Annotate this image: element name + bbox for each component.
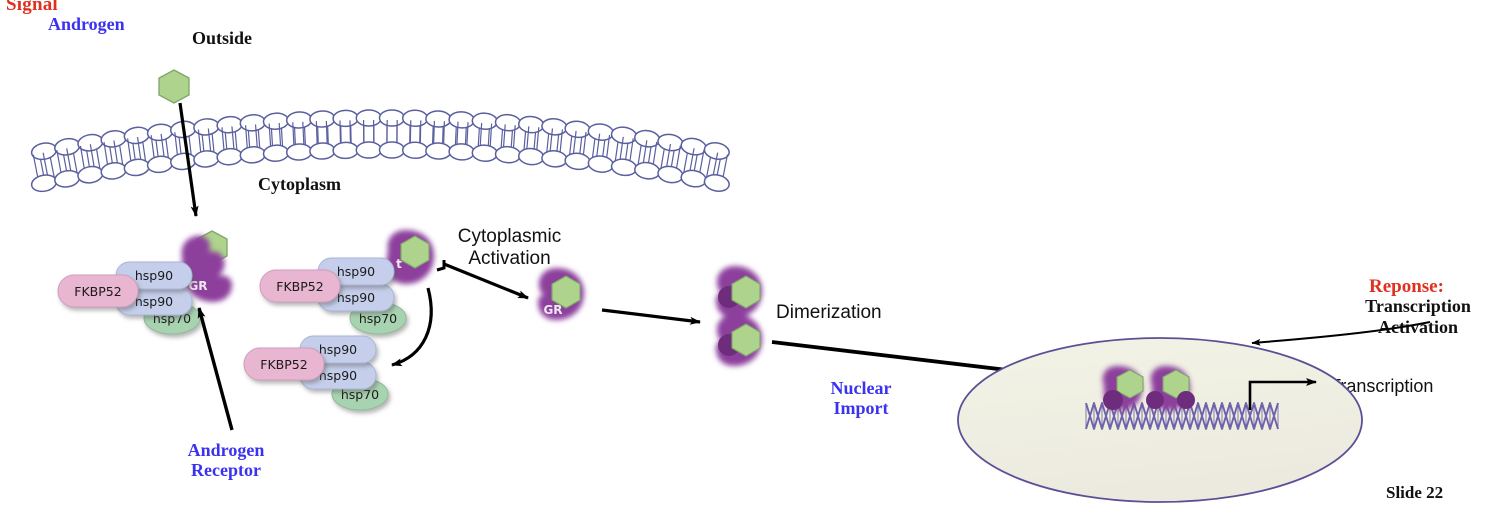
response-title-label: Reponse: (1369, 276, 1444, 297)
hsp90-lower-label-3: hsp90 (319, 368, 357, 383)
androgen-label: Androgen (48, 14, 125, 34)
hsp90-upper-label-1: hsp90 (135, 268, 173, 283)
ligand-in-activated-gr (551, 275, 581, 309)
cytoplasmic-activation-arrow (443, 262, 529, 300)
fkbp52-2 (259, 269, 341, 303)
cytoplasm-label: Cytoplasm (258, 174, 342, 194)
activation-arrow-elbow (436, 260, 446, 272)
hsp90-upper-label-2: hsp90 (337, 264, 375, 279)
gr-label-2: t (396, 257, 402, 271)
androgen-receptor-label: Androgen Receptor (187, 440, 265, 481)
response-pointer-arrow (1251, 321, 1431, 346)
gr-dimer (716, 266, 762, 366)
gr-label-activated: GR (543, 303, 562, 317)
cytoplasmic-activation-label: Cytoplasmic Activation (457, 226, 562, 270)
activated-gr-monomer: GR (538, 268, 584, 320)
receptor-complex-3: hsp70 hsp90 hsp90 FKBP52 (243, 335, 389, 411)
transcription-arrow (1248, 378, 1317, 410)
dna-contact-2 (1146, 391, 1164, 409)
hsp70-label-2: hsp70 (359, 311, 397, 326)
receptor-complex-2: t hsp70 hsp90 hsp90 FKBP52 (259, 230, 434, 335)
hsp90-lower-label-2: hsp90 (337, 290, 375, 305)
transcription-label: Transcription (1330, 376, 1434, 396)
nuclear-import-label: Nuclear Import (830, 378, 892, 419)
fkbp52-1 (57, 274, 139, 308)
outside-label: Outside (192, 28, 253, 48)
hsp70-label-3: hsp70 (341, 387, 379, 402)
dna-contact-1 (1103, 390, 1123, 410)
hsp90-upper-label-3: hsp90 (319, 342, 357, 357)
dna-bound-gr-dimer (1102, 366, 1195, 410)
ligand-in-gr-2 (400, 235, 430, 269)
dna-contact-3 (1177, 391, 1195, 409)
gr-dissociation-arrow (391, 287, 433, 367)
slide-number-label: Slide 22 (1386, 483, 1444, 502)
fkbp52-3 (243, 347, 325, 381)
ligand-dimer-1 (731, 275, 761, 309)
hsp90-lower-label-1: hsp90 (135, 294, 173, 309)
dimerization-arrow (601, 308, 701, 325)
receptor-complex-1: GR hsp70 hsp90 hsp90 FKBP52 (57, 235, 232, 335)
ligand-entry-arrow (178, 102, 199, 217)
androgen-ligand-outside (158, 69, 190, 104)
response-body-label: Transcription Activation (1365, 296, 1471, 337)
fkbp52-label-2: FKBP52 (276, 279, 323, 294)
plasma-membrane (25, 109, 736, 195)
ligand-dna-bound-2 (1162, 369, 1190, 399)
fkbp52-label-1: FKBP52 (74, 284, 121, 299)
androgen-receptor-pointer-arrow (197, 307, 234, 431)
fkbp52-label-3: FKBP52 (260, 357, 307, 372)
gr-label-1: GR (188, 279, 207, 293)
dimerization-label: Dimerization (776, 302, 882, 323)
ligand-dimer-2 (731, 323, 761, 357)
gr-receptor-1 (181, 235, 232, 302)
signal-label: Signal (6, 0, 58, 15)
ligand-dna-bound-1 (1116, 369, 1144, 399)
